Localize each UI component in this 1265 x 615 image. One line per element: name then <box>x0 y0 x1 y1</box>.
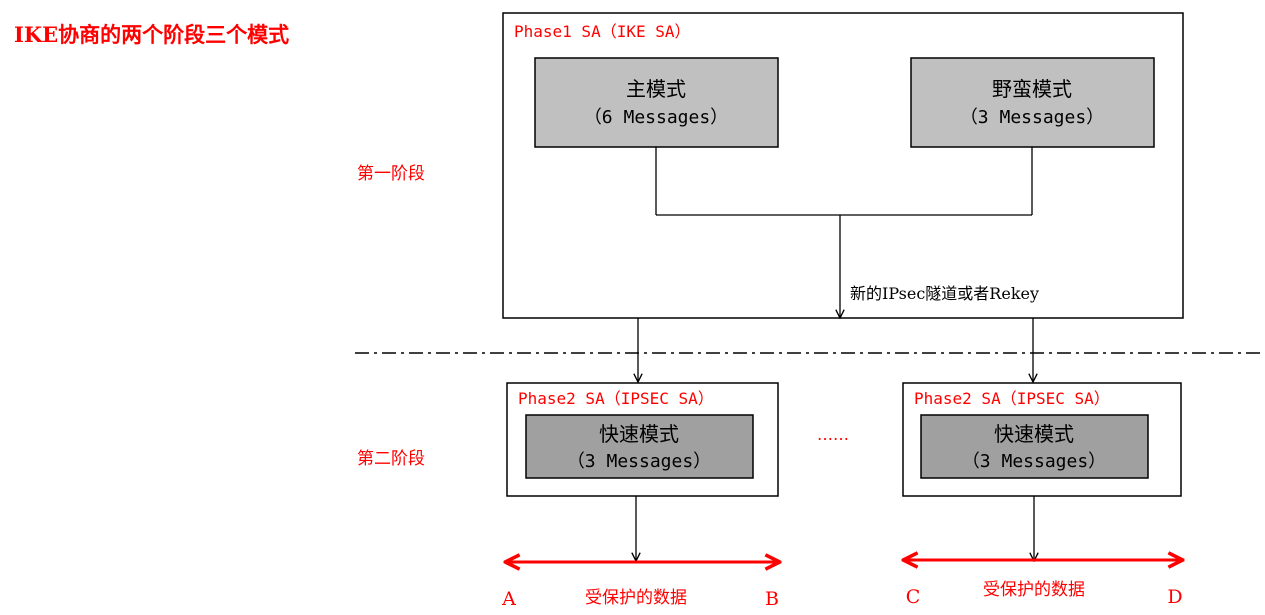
flow-endpoint-c: C <box>906 586 921 608</box>
ellipsis: …… <box>817 425 849 444</box>
protected-data-label-2: 受保护的数据 <box>983 580 1085 600</box>
phase1-sa-label: Phase1 SA（IKE SA） <box>514 22 691 41</box>
quick-mode-box-2: 快速模式 （3 Messages） <box>920 414 1149 479</box>
quick-mode-box-1: 快速模式 （3 Messages） <box>525 414 754 479</box>
aggressive-mode-name: 野蛮模式 <box>992 77 1072 101</box>
diagram-title: IKE协商的两个阶段三个模式 <box>14 22 289 47</box>
main-mode-messages: （6 Messages） <box>584 107 728 128</box>
protected-flow-2: C 受保护的数据 D <box>905 560 1183 608</box>
flow-endpoint-b: B <box>765 588 779 610</box>
main-mode-name: 主模式 <box>626 77 686 101</box>
rekey-label: 新的IPsec隧道或者Rekey <box>850 284 1039 303</box>
main-mode-box: 主模式 （6 Messages） <box>534 57 779 148</box>
phase2-sa-label-2: Phase2 SA（IPSEC SA） <box>914 389 1110 408</box>
protected-flow-1: A 受保护的数据 B <box>501 562 779 610</box>
flow-endpoint-d: D <box>1167 586 1182 608</box>
phase2-sa-box-2: Phase2 SA（IPSEC SA） 快速模式 （3 Messages） <box>902 382 1182 497</box>
phase1-connector <box>655 147 1033 318</box>
phase1-to-phase2-arrows <box>638 318 1033 382</box>
phase1-sa-box: Phase1 SA（IKE SA） 主模式 （6 Messages） 野蛮模式 … <box>502 12 1184 318</box>
aggressive-mode-messages: （3 Messages） <box>960 107 1104 128</box>
stage-label-phase1: 第一阶段 <box>357 164 425 184</box>
quick-mode-name-1: 快速模式 <box>599 422 679 446</box>
stage-label-phase2: 第二阶段 <box>357 449 425 469</box>
aggressive-mode-box: 野蛮模式 （3 Messages） <box>910 57 1155 148</box>
phase2-sa-box-1: Phase2 SA（IPSEC SA） 快速模式 （3 Messages） <box>506 382 779 497</box>
quick-mode-messages-2: （3 Messages） <box>962 451 1106 472</box>
flow-endpoint-a: A <box>501 588 516 610</box>
quick-mode-messages-1: （3 Messages） <box>567 451 711 472</box>
phase2-to-data-arrows <box>636 496 1034 561</box>
quick-mode-name-2: 快速模式 <box>994 422 1074 446</box>
protected-data-label-1: 受保护的数据 <box>585 588 687 608</box>
phase2-sa-label-1: Phase2 SA（IPSEC SA） <box>518 389 714 408</box>
